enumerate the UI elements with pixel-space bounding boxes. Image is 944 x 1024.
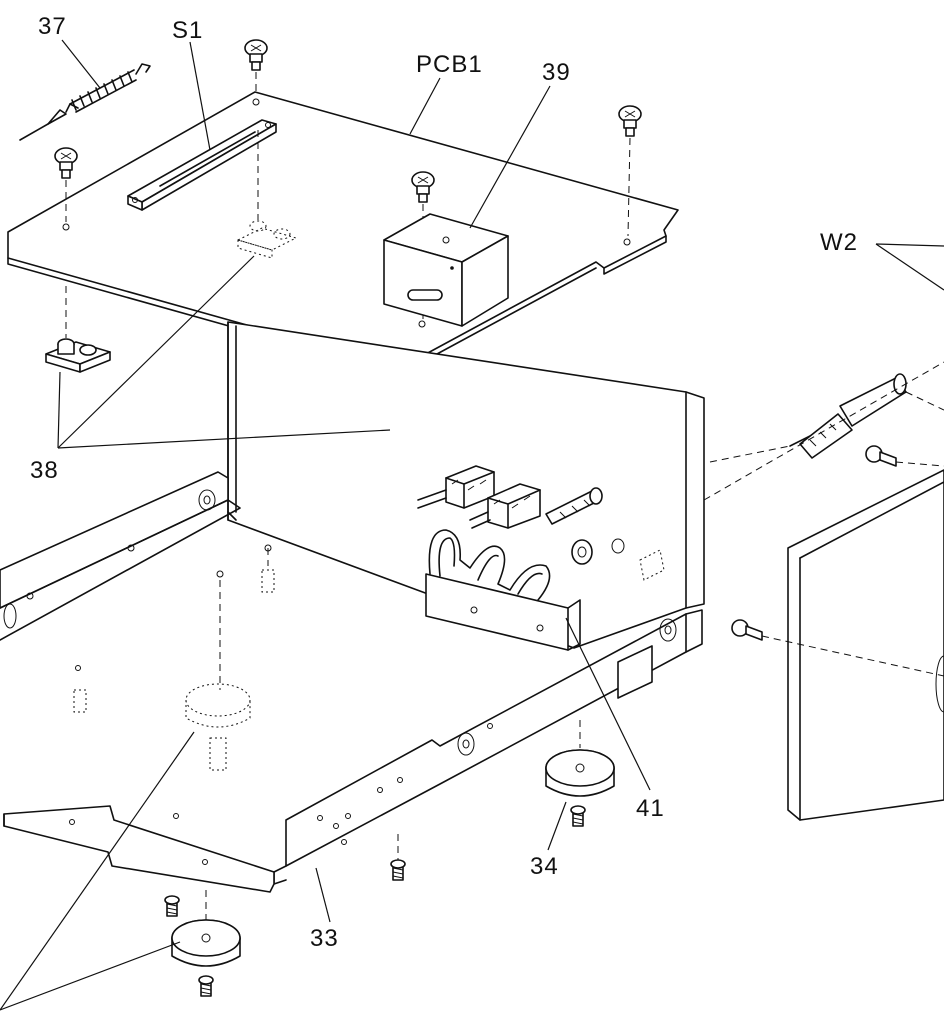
screw-pcb-right xyxy=(618,105,642,237)
right-cover xyxy=(787,469,944,821)
callout-37: 37 xyxy=(38,13,67,40)
rubber-foot-34-right xyxy=(545,720,615,797)
standoff-38-hidden xyxy=(236,130,298,259)
rubber-foot-hidden xyxy=(185,683,251,771)
chassis-screws xyxy=(73,544,586,997)
cable-w2 xyxy=(703,361,944,677)
screw-pcb-left xyxy=(54,147,78,222)
leader-lines xyxy=(0,39,944,1011)
rubber-foot-34-left xyxy=(171,890,241,967)
chassis-33 xyxy=(0,321,705,893)
callout-labels: 37 S1 PCB1 39 W2 38 41 34 33 xyxy=(30,13,858,952)
callout-s1: S1 xyxy=(172,17,203,44)
callout-33: 33 xyxy=(310,925,339,952)
pcb1-board xyxy=(7,91,679,375)
callout-w2: W2 xyxy=(820,229,858,256)
callout-pcb1: PCB1 xyxy=(416,51,483,78)
callout-39: 39 xyxy=(542,59,571,86)
bracket-41 xyxy=(417,465,665,651)
spring-37 xyxy=(19,63,151,141)
relay-39 xyxy=(383,213,509,327)
screw-pcb-topleft xyxy=(244,39,268,96)
s1-slide-switch xyxy=(127,119,277,211)
callout-34: 34 xyxy=(530,853,559,880)
callout-38: 38 xyxy=(30,457,59,484)
standoff-38-left xyxy=(45,286,111,373)
callout-41: 41 xyxy=(636,795,665,822)
